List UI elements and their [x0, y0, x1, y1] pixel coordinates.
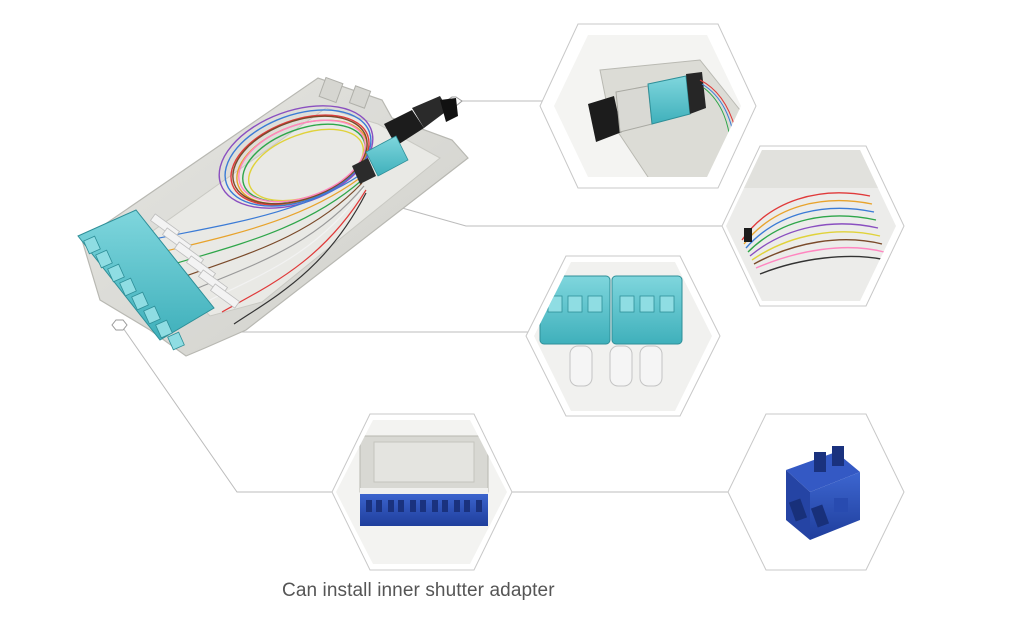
- main-product-cassette: [77, 76, 469, 357]
- callout-blue-shutter-adapter: [727, 413, 905, 571]
- callout-mpo-connector: [539, 23, 757, 189]
- tray-clip: [348, 85, 372, 109]
- callout-blue-adapter-panel: [331, 413, 513, 571]
- callout-colored-fibers: [721, 145, 905, 307]
- leader-line-blue-panel: [120, 324, 334, 493]
- mpo-adapter: [352, 96, 458, 184]
- marker-blue-panel: [111, 319, 128, 331]
- callout-aqua-lc-adapters: [525, 255, 721, 417]
- tray-clip: [318, 76, 344, 104]
- caption-text: Can install inner shutter adapter: [282, 580, 555, 601]
- aqua-lc-adapter-row: [77, 209, 241, 351]
